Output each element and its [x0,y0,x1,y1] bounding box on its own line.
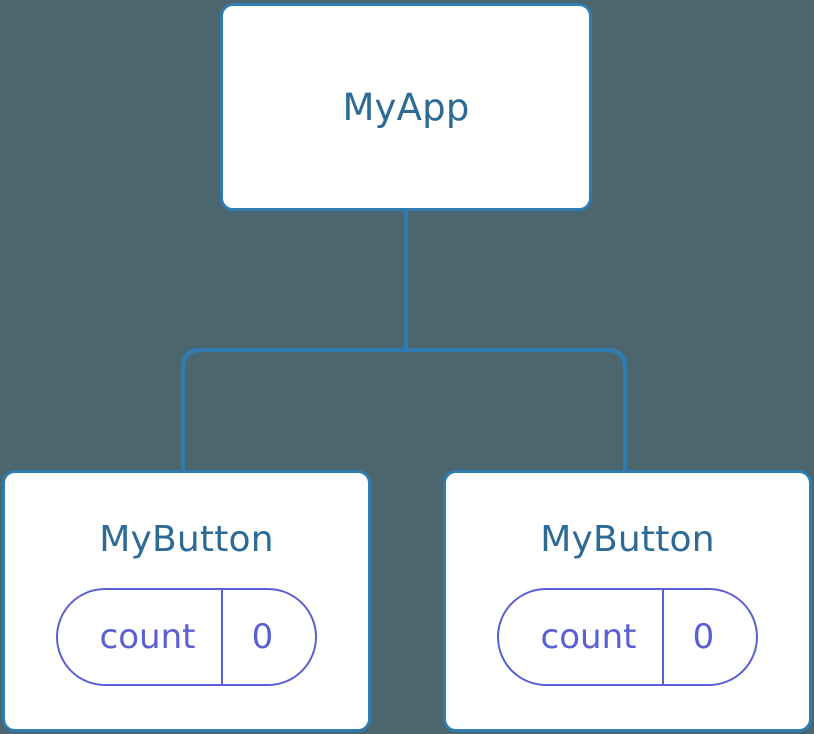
state-pill-child-0[interactable]: count 0 [55,588,318,686]
node-card-child-0[interactable]: MyButton count 0 [2,470,371,732]
node-title-child-0: MyButton [99,519,274,560]
state-pill-divider-child-0 [221,590,224,684]
state-pill-key-child-0: count [99,617,196,657]
node-title-root: MyApp [342,85,470,129]
connector-branch-right [406,348,627,472]
state-pill-key-child-1: count [540,617,637,657]
state-pill-divider-child-1 [662,590,665,684]
state-pill-child-1[interactable]: count 0 [496,588,759,686]
node-card-root[interactable]: MyApp [220,3,592,211]
connector-branch-left [181,348,406,472]
node-card-child-1[interactable]: MyButton count 0 [443,470,812,732]
state-pill-value-child-0: 0 [251,617,274,657]
state-pill-value-child-1: 0 [692,617,715,657]
node-title-child-1: MyButton [540,519,715,560]
